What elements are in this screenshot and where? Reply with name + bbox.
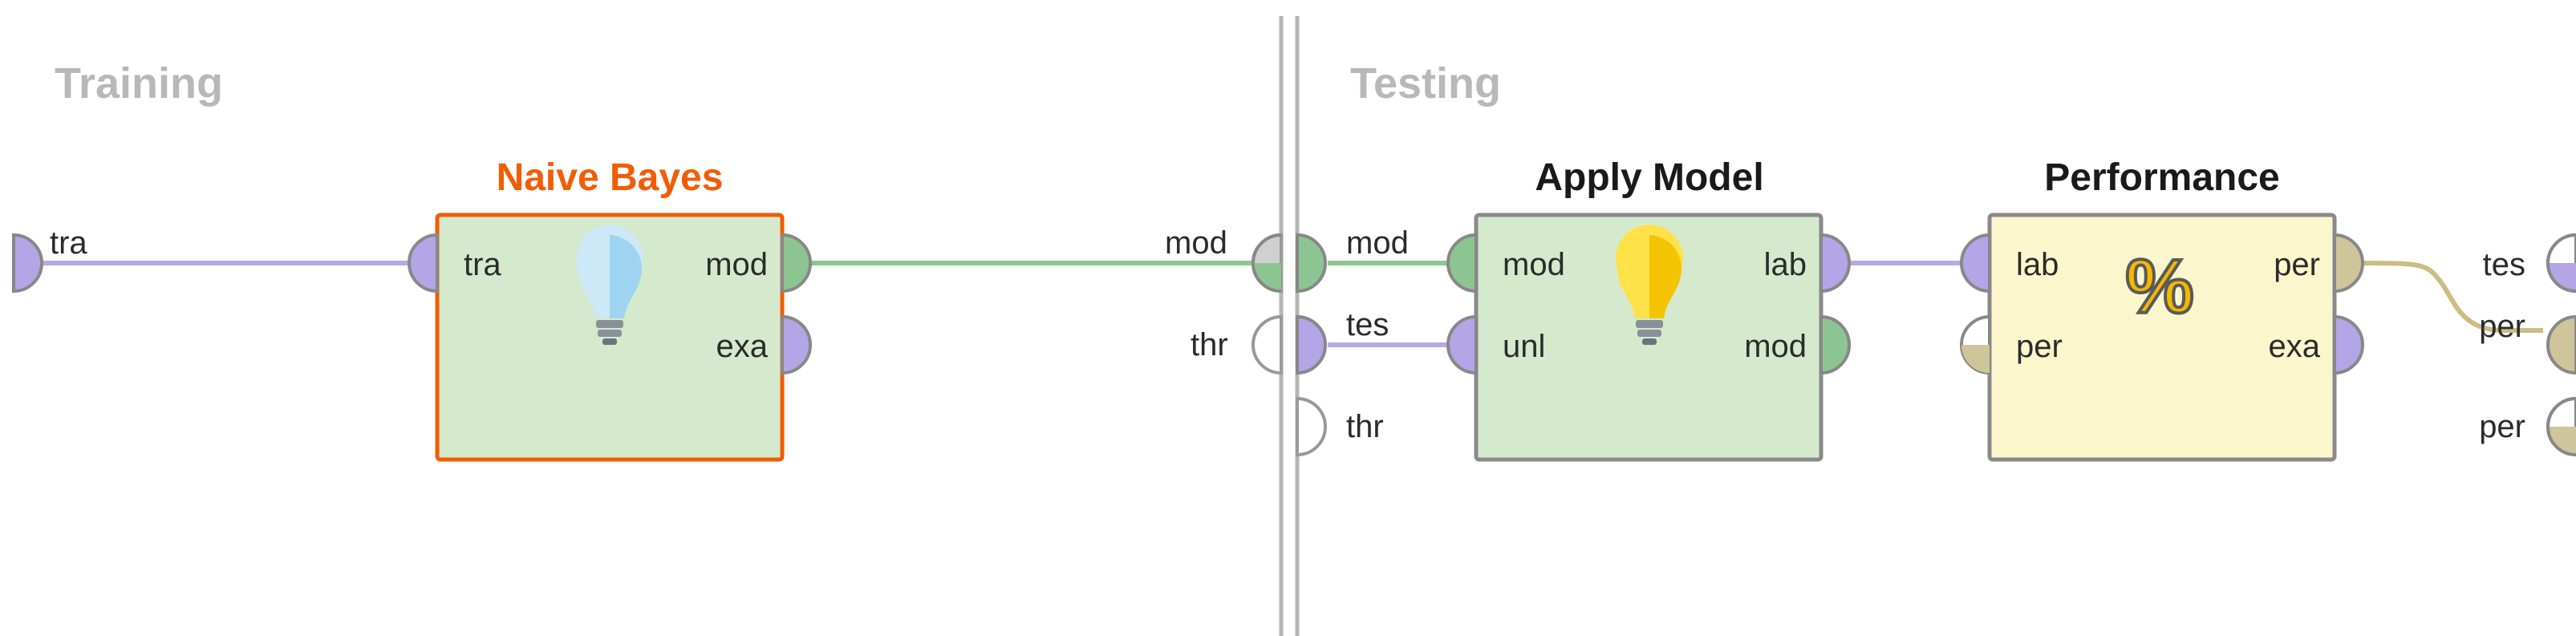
performance-port-in-per[interactable] bbox=[1960, 314, 1991, 375]
apply-model-port-in-unl[interactable] bbox=[1446, 314, 1478, 375]
apply-model-port-in-label-2: unl bbox=[1503, 329, 1545, 364]
apply-model-port-out-label-1: lab bbox=[1764, 247, 1807, 282]
testing-output-port-label-3: per bbox=[2479, 409, 2525, 444]
performance-title: Performance bbox=[2044, 156, 2279, 199]
testing-input-port-label-1: mod bbox=[1346, 225, 1409, 261]
apply-model-port-out-mod[interactable] bbox=[1819, 314, 1851, 375]
percent-icon: % bbox=[2125, 244, 2193, 330]
training-panel-title: Training bbox=[55, 59, 223, 107]
testing-panel-title: Testing bbox=[1350, 59, 1501, 107]
testing-output-port-per-2[interactable] bbox=[2546, 396, 2576, 457]
apply-model-port-in-label-1: mod bbox=[1503, 247, 1565, 282]
training-output-port-label-1: mod bbox=[1165, 225, 1227, 261]
naive-bayes-port-out-label-1: mod bbox=[705, 247, 768, 282]
testing-output-port-label-2: per bbox=[2479, 309, 2525, 344]
performance-port-out-exa[interactable] bbox=[2333, 314, 2364, 375]
naive-bayes-port-in-label-1: tra bbox=[464, 247, 501, 282]
operator-apply-model[interactable]: Apply Model mod unl lab mod bbox=[1446, 156, 1851, 462]
performance-port-out-label-2: exa bbox=[2269, 329, 2321, 364]
naive-bayes-port-in-tra[interactable] bbox=[408, 233, 439, 294]
naive-bayes-port-out-label-2: exa bbox=[716, 329, 769, 364]
testing-input-port-label-2: tes bbox=[1346, 307, 1389, 342]
performance-port-out-label-1: per bbox=[2274, 247, 2320, 282]
apply-model-port-in-mod[interactable] bbox=[1446, 233, 1478, 294]
training-output-port-thr[interactable] bbox=[1251, 314, 1283, 375]
performance-port-in-label-1: lab bbox=[2016, 247, 2059, 282]
testing-input-port-label-3: thr bbox=[1346, 409, 1384, 444]
naive-bayes-port-out-mod[interactable] bbox=[781, 233, 812, 294]
testing-output-port-per[interactable] bbox=[2546, 314, 2576, 375]
testing-output-port-label-1: tes bbox=[2483, 247, 2525, 282]
apply-model-port-out-lab[interactable] bbox=[1819, 233, 1851, 294]
performance-port-in-label-2: per bbox=[2016, 329, 2063, 364]
apply-model-port-out-label-2: mod bbox=[1744, 329, 1807, 364]
testing-output-port-tes[interactable] bbox=[2546, 233, 2576, 294]
testing-input-port-tes[interactable] bbox=[1296, 314, 1327, 375]
training-input-port-tra[interactable] bbox=[12, 233, 43, 294]
lightbulb-icon bbox=[576, 225, 643, 345]
operator-naive-bayes[interactable]: Naive Bayes tra mod exa bbox=[408, 156, 812, 462]
performance-port-out-per[interactable] bbox=[2333, 233, 2364, 294]
lightbulb-icon bbox=[1616, 225, 1683, 345]
naive-bayes-title: Naive Bayes bbox=[497, 156, 724, 199]
testing-input-port-mod[interactable] bbox=[1296, 233, 1327, 294]
naive-bayes-port-out-exa[interactable] bbox=[781, 314, 812, 375]
wire-performance-to-per-output[interactable] bbox=[2350, 261, 2543, 333]
testing-input-port-thr[interactable] bbox=[1296, 396, 1327, 457]
training-input-port-label: tra bbox=[50, 225, 87, 261]
training-output-port-label-2: thr bbox=[1191, 327, 1228, 363]
panel-divider[interactable] bbox=[1279, 16, 1300, 636]
performance-port-in-lab[interactable] bbox=[1960, 233, 1991, 294]
apply-model-title: Apply Model bbox=[1535, 156, 1763, 199]
operator-performance[interactable]: Performance lab per per exa % bbox=[1960, 156, 2364, 462]
training-output-port-mod[interactable] bbox=[1251, 233, 1283, 294]
